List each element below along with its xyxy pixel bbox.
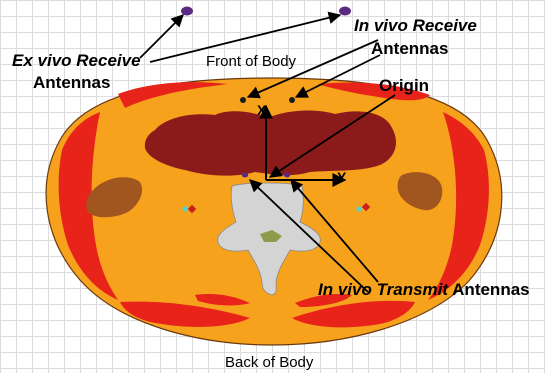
front-of-body-label: Front of Body: [206, 54, 296, 69]
organ-mass: [145, 111, 396, 176]
in-vivo-receive-antenna-right: [289, 97, 295, 103]
in-vivo-transmit-prefix: In vivo Transmit: [318, 280, 448, 299]
ex-vivo-antennas-label: Antennas: [33, 74, 110, 91]
in-vivo-receive-antenna-left: [240, 97, 246, 103]
back-of-body-label: Back of Body: [225, 355, 313, 370]
transmit-antenna-right: [284, 173, 290, 178]
axis-x-label: X: [257, 103, 266, 117]
vessel-right-cyan: [356, 206, 361, 211]
ex-vivo-receive-label: Ex vivo Receive: [12, 52, 141, 69]
in-vivo-transmit-suffix: Antennas: [448, 280, 530, 299]
axis-y-label: Y: [337, 170, 346, 184]
origin-label: Origin: [379, 77, 429, 94]
ex-vivo-antenna-right: [339, 7, 351, 16]
in-vivo-receive-antennas-label: Antennas: [371, 40, 448, 57]
in-vivo-receive-label: In vivo Receive: [354, 17, 477, 34]
vessel-left-cyan: [182, 206, 187, 211]
in-vivo-transmit-label: In vivo Transmit Antennas: [318, 281, 530, 299]
ex-vivo-antenna-left: [181, 7, 193, 16]
transmit-antenna-left: [242, 173, 248, 178]
pointer-ex-vivo-left: [140, 15, 183, 58]
